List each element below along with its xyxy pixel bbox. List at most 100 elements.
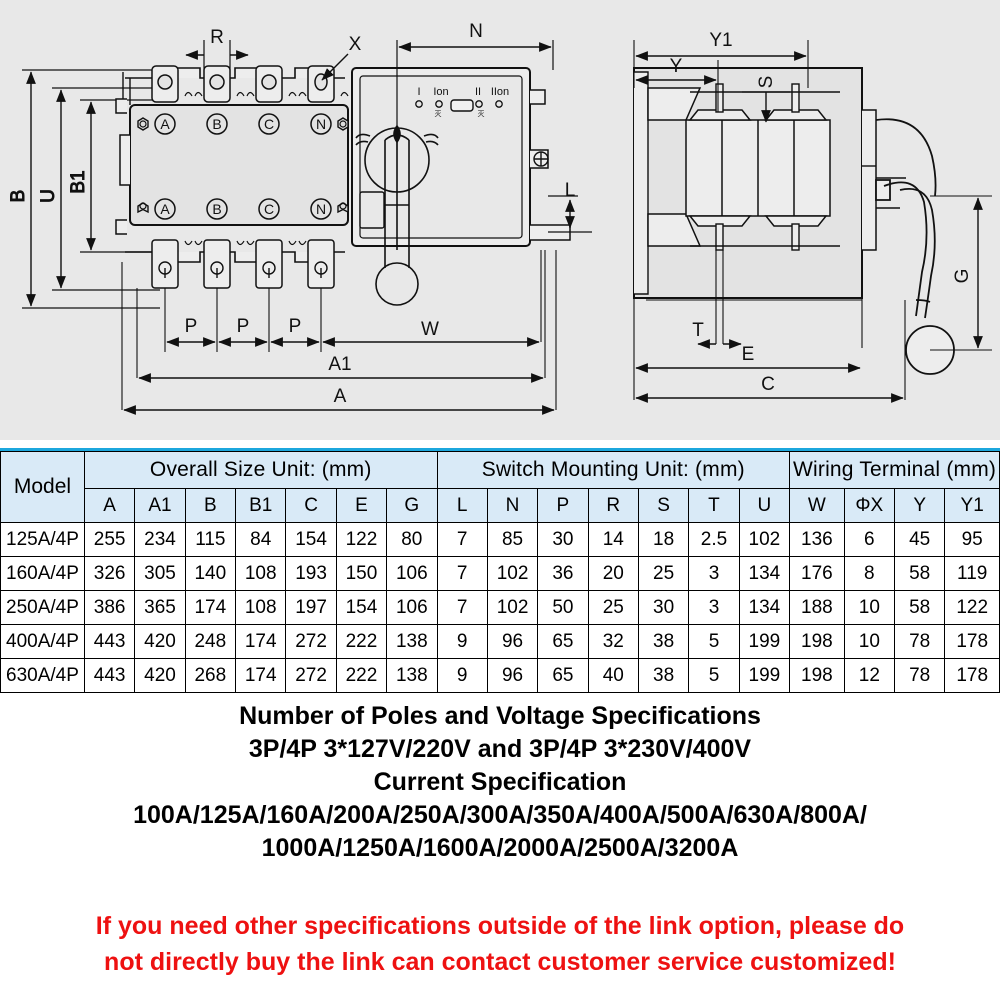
cell-value: 78 — [893, 624, 946, 659]
col-header-N: N — [486, 488, 539, 523]
col-header-R: R — [587, 488, 639, 523]
col-header-A1: A1 — [134, 488, 186, 523]
cell-value: 25 — [587, 590, 639, 625]
terminal-label-b-top: B — [212, 116, 221, 132]
cell-value: 122 — [335, 522, 388, 557]
table-row: 630A/4P 443 420 268 174 272 222 138 9 96… — [0, 658, 1000, 693]
col-header-A: A — [83, 488, 136, 523]
cell-value: 140 — [184, 556, 237, 591]
panel-indicator-ii-on: IIon — [491, 86, 509, 98]
col-header-E: E — [335, 488, 388, 523]
cell-value: 134 — [738, 556, 791, 591]
terminal-label-a-top: A — [160, 116, 170, 132]
cell-value: 7 — [436, 590, 488, 625]
col-header-G: G — [386, 488, 438, 523]
cell-value: 5 — [688, 624, 740, 659]
note-line-current-values-2: 1000A/1250A/1600A/2000A/2500A/3200A — [261, 834, 739, 862]
cell-value: 7 — [436, 556, 488, 591]
customization-warning: If you need other specifications outside… — [0, 908, 1000, 980]
cell-value: 38 — [637, 658, 690, 693]
cell-value: 40 — [587, 658, 639, 693]
table-row: 125A/4P 255 234 115 84 154 122 80 7 85 3… — [0, 522, 1000, 557]
header-group-overall-size: Overall Size Unit: (mm) — [83, 451, 438, 489]
cell-value: 58 — [893, 556, 946, 591]
cell-value: 255 — [83, 522, 136, 557]
cell-value: 443 — [83, 658, 136, 693]
cell-value: 36 — [537, 556, 589, 591]
cell-value: 12 — [843, 658, 896, 693]
col-header-phiX: ΦX — [843, 488, 896, 523]
cell-value: 222 — [335, 624, 388, 659]
cell-value: 199 — [738, 624, 791, 659]
col-header-C: C — [285, 488, 337, 523]
cell-value: 85 — [486, 522, 539, 557]
note-line-current-title: Current Specification — [373, 768, 627, 796]
cell-value: 65 — [537, 624, 589, 659]
dim-label-A: A — [334, 386, 347, 407]
cell-value: 154 — [285, 522, 337, 557]
note-line-poles-voltage-title: Number of Poles and Voltage Specificatio… — [239, 702, 761, 730]
cell-value: 6 — [843, 522, 896, 557]
col-header-W: W — [789, 488, 845, 523]
panel-indicator-ii: II — [475, 86, 481, 98]
cell-value: 80 — [386, 522, 438, 557]
cell-value: 38 — [637, 624, 690, 659]
cell-value: 248 — [184, 624, 237, 659]
cell-value: 108 — [235, 590, 287, 625]
cell-value: 134 — [738, 590, 791, 625]
dim-label-S: S — [756, 76, 777, 89]
dim-label-P-2: P — [237, 316, 250, 337]
dim-label-U: U — [38, 189, 59, 203]
cell-value: 8 — [843, 556, 896, 591]
warning-line-2: not directly buy the link can contact cu… — [104, 948, 896, 976]
dim-label-P-1: P — [185, 316, 198, 337]
cell-value: 420 — [134, 624, 186, 659]
cell-value: 9 — [436, 658, 488, 693]
cell-value: 25 — [637, 556, 690, 591]
technical-drawing: B U B1 — [0, 0, 1000, 440]
table-column-header-row: A A1 B B1 C E G L N P R S T U W ΦX Y — [1, 488, 1000, 523]
cell-value: 45 — [893, 522, 946, 557]
cell-value: 3 — [688, 556, 740, 591]
dim-label-N: N — [469, 21, 483, 42]
cell-value: 443 — [83, 624, 136, 659]
cell-value: 199 — [738, 658, 791, 693]
cell-value: 84 — [235, 522, 287, 557]
cell-model: 125A/4P — [0, 522, 85, 557]
cell-value: 193 — [285, 556, 337, 591]
cell-value: 138 — [386, 658, 438, 693]
dim-label-T: T — [692, 320, 704, 341]
header-model: Model — [0, 451, 85, 523]
table-row: 400A/4P 443 420 248 174 272 222 138 9 96… — [0, 624, 1000, 659]
cell-value: 197 — [285, 590, 337, 625]
col-header-B1: B1 — [235, 488, 287, 523]
cell-value: 174 — [184, 590, 237, 625]
cell-value: 138 — [386, 624, 438, 659]
cell-value: 119 — [944, 556, 1000, 591]
cell-value: 10 — [843, 590, 896, 625]
warning-line-1: If you need other specifications outside… — [95, 912, 905, 940]
dim-label-B: B — [8, 190, 29, 203]
cell-model: 400A/4P — [0, 624, 85, 659]
cell-value: 5 — [688, 658, 740, 693]
cell-value: 178 — [944, 624, 1000, 659]
dim-label-C: C — [761, 374, 775, 395]
cell-value: 188 — [789, 590, 845, 625]
terminal-label-c-top: C — [264, 116, 274, 132]
note-line-poles-voltage-values: 3P/4P 3*127V/220V and 3P/4P 3*230V/400V — [248, 735, 752, 763]
cell-value: 122 — [944, 590, 1000, 625]
note-line-current-values-1: 100A/125A/160A/200A/250A/300A/350A/400A/… — [133, 801, 867, 829]
dim-label-Y: Y — [670, 56, 683, 77]
specification-table: Model Overall Size Unit: (mm) Switch Mou… — [0, 451, 1000, 693]
cell-value: 222 — [335, 658, 388, 693]
table-row: 250A/4P 386 365 174 108 197 154 106 7 10… — [0, 590, 1000, 625]
panel-indicator-i: I — [417, 86, 420, 98]
cell-value: 234 — [134, 522, 186, 557]
col-header-P: P — [537, 488, 589, 523]
cell-model: 630A/4P — [0, 658, 85, 693]
terminal-label-a-bottom: A — [160, 201, 170, 217]
panel-sublabel-right: 灭 — [478, 110, 485, 118]
cell-value: 50 — [537, 590, 589, 625]
header-group-switch-mounting: Switch Mounting Unit: (mm) — [436, 451, 791, 489]
